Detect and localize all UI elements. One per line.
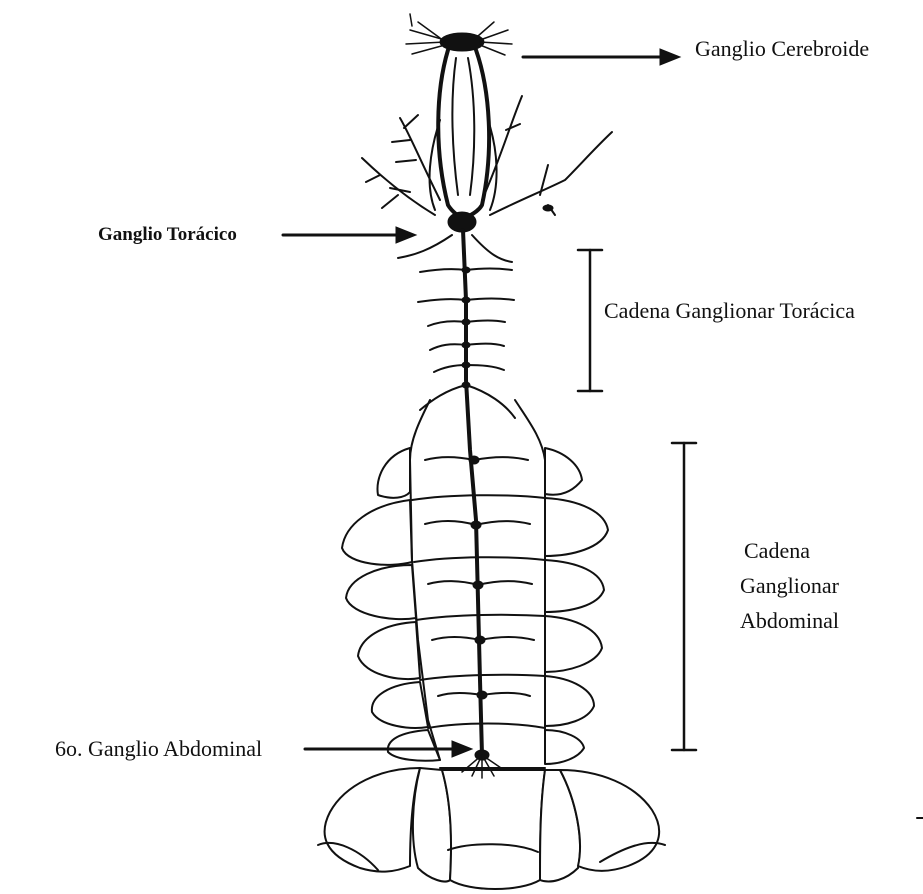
connective-inner-left	[452, 58, 458, 195]
tergite-line-4	[420, 675, 545, 680]
abdominal-ganglion-5	[477, 691, 487, 699]
thoracic-chain-ganglion-1	[462, 267, 470, 273]
telson	[442, 770, 545, 889]
head-region	[362, 14, 612, 262]
sixth-ganglion-arrow-head	[452, 741, 472, 757]
left-pleuron-2	[342, 500, 412, 565]
thoracic-chain-ganglion-2	[462, 297, 470, 303]
label-thoracic-ganglion: Ganglio Torácico	[98, 224, 237, 245]
left-head-branches	[362, 115, 440, 215]
tergite-line-5	[428, 724, 545, 729]
labels: Ganglio Cerebroide Ganglio Torácico Cade…	[55, 36, 869, 761]
left-pleuron-4	[358, 622, 420, 679]
thoracic-chain-ganglion-5	[462, 362, 470, 368]
thoracic-ganglion-lateral-right	[472, 235, 512, 262]
right-pleuron-4	[545, 616, 602, 672]
abdominal-ganglion-4	[475, 636, 485, 644]
label-cerebral-ganglion: Ganglio Cerebroide	[695, 36, 869, 61]
label-abdominal-chain-line1: Cadena	[744, 538, 810, 563]
thoracic-chain-ganglion-4	[462, 342, 470, 348]
cerebral-arrow-head	[660, 49, 680, 65]
label-sixth-abdominal-ganglion: 6o. Ganglio Abdominal	[55, 736, 262, 761]
abdominal-ganglion-3	[473, 581, 483, 589]
left-pleuron-5	[372, 682, 428, 728]
connective-inner-right	[468, 58, 474, 195]
label-thoracic-chain: Cadena Ganglionar Torácica	[604, 298, 855, 323]
right-side-ganglion	[543, 205, 553, 211]
right-pleuron-5	[545, 676, 594, 726]
right-pleuron-1	[545, 448, 582, 495]
left-pleuron-3	[346, 565, 416, 619]
tail-fan	[318, 768, 665, 889]
thoracic-chain-ganglion-6	[462, 382, 470, 388]
thoracic-chain-bracket	[578, 250, 602, 391]
right-head-branches	[482, 96, 612, 215]
abdominal-ganglion-2	[471, 521, 481, 529]
right-pleuron-6	[545, 730, 584, 764]
tergite-line-2	[414, 557, 545, 562]
label-abdominal-chain-line2: Ganglionar	[740, 573, 840, 598]
abdomen-right-edge	[515, 400, 545, 760]
left-pleuron-1	[377, 448, 410, 498]
tergite-line-1	[412, 495, 545, 500]
uropod-left-outer	[325, 768, 420, 872]
label-abdominal-chain-line3: Abdominal	[740, 608, 839, 633]
tergite-line-3	[416, 615, 545, 620]
abdominal-ganglion-1	[469, 456, 479, 464]
abdominal-chain-bracket	[672, 443, 696, 750]
right-pleuron-2	[545, 498, 608, 556]
thoracic-chain-ganglion-3	[462, 319, 470, 325]
ventral-nerve-cord	[418, 230, 534, 778]
thoracic-arrow-head	[396, 227, 416, 243]
right-pleuron-3	[545, 560, 604, 612]
